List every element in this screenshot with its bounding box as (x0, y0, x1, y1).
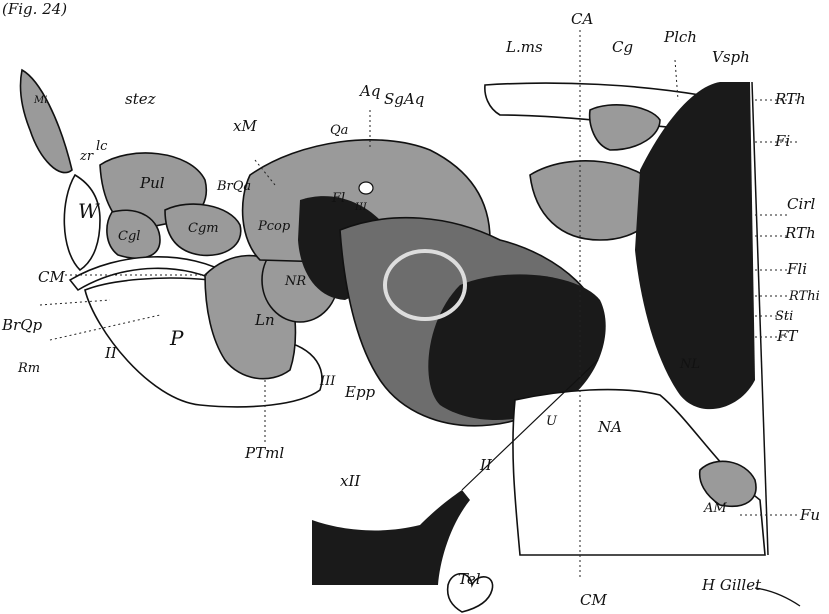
label-rm: Rm (17, 361, 40, 376)
structure-chiasm-tail (350, 570, 420, 582)
label-fu: Fu (799, 506, 820, 524)
label-lc: lc (96, 139, 108, 154)
label-ft: FT (776, 327, 798, 345)
label-nr: NR (284, 274, 306, 289)
structure-mi (20, 70, 72, 173)
label-xii: xII (340, 472, 361, 490)
structure-aqueduct (359, 182, 373, 194)
label-ii-left: II (104, 344, 118, 362)
label-stez: stez (125, 90, 156, 108)
label-w: W (78, 199, 100, 223)
label-am: AM (703, 501, 727, 516)
label-cgl: Cgl (118, 229, 140, 244)
label-vsph: Vsph (712, 48, 750, 66)
label-brqp: BrQp (1, 316, 42, 334)
label-ii-mid: II (479, 456, 493, 474)
label-sti: Sti (775, 309, 793, 324)
label-xm: xM (233, 117, 257, 135)
label-fl: Fl (331, 191, 345, 206)
signature-flourish (755, 588, 800, 606)
label-nl: NL (679, 357, 700, 372)
label-ca: CA (571, 10, 593, 28)
label-na: NA (597, 418, 622, 436)
label-aq: Aq (358, 82, 380, 100)
figure-caption-label: (Fig. 24) (2, 0, 67, 18)
label-iii-top: III (354, 202, 368, 213)
label-tel: Tel (458, 570, 481, 588)
label-epp: Epp (344, 383, 376, 401)
label-rthi: RThi (788, 289, 820, 304)
label-rth-mid: RTh (784, 224, 816, 242)
label-pul: Pul (139, 174, 165, 192)
label-brqa: BrQa (216, 179, 251, 194)
label-mi: Mi (33, 95, 47, 106)
signature-h-gillet: H Gillet (701, 576, 762, 594)
label-pcop: Pcop (257, 219, 291, 234)
label-ptml: PTml (244, 444, 284, 462)
label-plch: Plch (663, 28, 697, 46)
label-fli: Fli (786, 260, 807, 278)
label-cm-left: CM (38, 268, 65, 286)
label-lms: L.ms (505, 38, 543, 56)
label-fi-top: Fi (774, 132, 790, 150)
label-ln: Ln (254, 311, 275, 329)
label-sgaq: SgAq (384, 90, 424, 108)
label-p: P (169, 326, 184, 350)
label-iii: III (319, 374, 336, 389)
label-zr: zr (79, 149, 94, 164)
label-cm-bottom: CM (580, 591, 607, 609)
label-cirl: Cirl (787, 195, 815, 213)
label-cg: Cg (612, 38, 633, 56)
label-qa: Qa (330, 123, 348, 138)
label-u: U (546, 414, 558, 429)
structure-cingulum (590, 105, 660, 150)
label-rth-top: RTh (774, 90, 806, 108)
label-cgm: Cgm (188, 221, 219, 236)
